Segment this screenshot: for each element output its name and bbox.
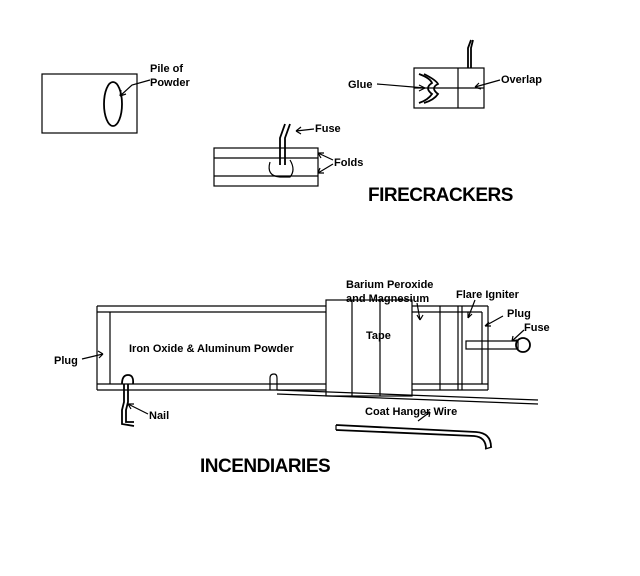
- pipe-end: [412, 305, 489, 391]
- fuse-label-fc: Fuse: [315, 123, 341, 135]
- folded-paper-with-fuse: [213, 123, 334, 187]
- powder-label: Powder: [150, 77, 190, 89]
- iron-oxide-label: Iron Oxide & Aluminum Powder: [129, 343, 294, 355]
- and-magnesium-label: and Magnesium: [346, 293, 429, 305]
- firecrackers-title: FIRECRACKERS: [368, 185, 513, 206]
- tape-label: Tape: [366, 330, 391, 342]
- folds-label: Folds: [334, 157, 363, 169]
- incendiaries-title: INCENDIARIES: [200, 456, 330, 477]
- coat-hanger-label: Coat Hanger Wire: [365, 406, 457, 418]
- nail-label: Nail: [149, 410, 169, 422]
- flare-arrow: [467, 299, 476, 319]
- firecracker-diagrams: Pile of Powder Fuse Folds Glue Overl: [41, 39, 542, 206]
- fuse-assembly: [465, 329, 531, 353]
- incendiary-diagram: Barium Peroxide and Magnesium Flare Igni…: [54, 279, 550, 477]
- glue-label: Glue: [348, 79, 372, 91]
- rolled-firecracker: [376, 39, 501, 109]
- overlap-label: Overlap: [501, 74, 542, 86]
- pile-of-label: Pile of: [150, 63, 183, 75]
- coat-hanger-hook-stub: [269, 373, 278, 390]
- fuse-label-inc: Fuse: [524, 322, 550, 334]
- paper-with-powder: [41, 73, 151, 134]
- plug-left-label: Plug: [54, 355, 78, 367]
- nail: [121, 374, 149, 427]
- flare-igniter-label: Flare Igniter: [456, 289, 520, 301]
- tape-wrap: [325, 299, 413, 397]
- barium-peroxide-label: Barium Peroxide: [346, 279, 433, 291]
- coat-hanger-wire: [276, 389, 539, 450]
- pipe-body: [96, 305, 326, 391]
- plug-right-arrow: [484, 315, 504, 327]
- plug-left-arrow: [81, 350, 104, 360]
- barium-arrow: [416, 302, 424, 321]
- plug-right-label: Plug: [507, 308, 531, 320]
